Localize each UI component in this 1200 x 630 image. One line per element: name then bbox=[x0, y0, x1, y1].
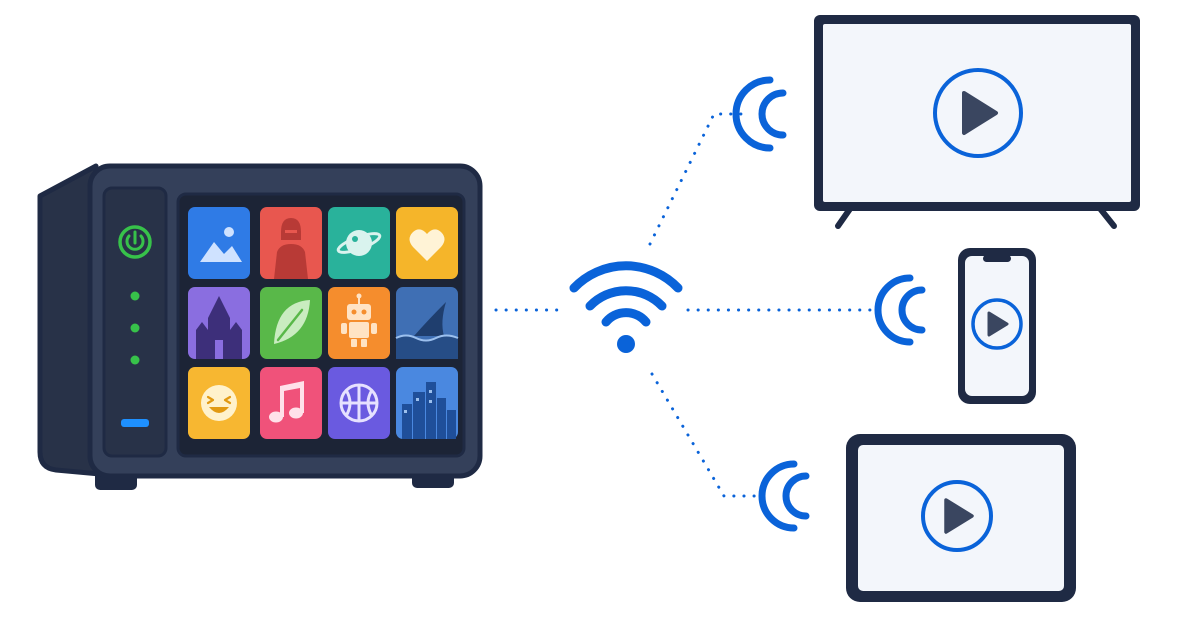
shark-fin-icon bbox=[395, 302, 459, 359]
tablet-device bbox=[846, 434, 1076, 602]
power-icon[interactable] bbox=[118, 225, 152, 259]
play-icon[interactable] bbox=[971, 298, 1023, 350]
status-led-2 bbox=[130, 323, 140, 333]
image-icon bbox=[200, 227, 242, 262]
link-wifi-to-tablet bbox=[650, 372, 762, 498]
tile-city[interactable] bbox=[396, 367, 458, 439]
tile-person[interactable] bbox=[260, 207, 322, 279]
tile-image[interactable] bbox=[188, 207, 250, 279]
tile-shark-fin[interactable] bbox=[395, 287, 459, 359]
link-wifi-to-tv bbox=[648, 112, 748, 246]
tile-leaf[interactable] bbox=[260, 287, 322, 359]
music-note-icon bbox=[269, 381, 304, 423]
tile-basketball[interactable] bbox=[328, 367, 390, 439]
robot-icon bbox=[341, 293, 377, 347]
tile-planet[interactable] bbox=[328, 207, 390, 279]
usb-port bbox=[121, 419, 149, 427]
signal-icon-phone bbox=[874, 274, 926, 346]
nas-side bbox=[37, 163, 103, 477]
nas-control-panel bbox=[102, 186, 168, 458]
heart-icon bbox=[409, 229, 445, 261]
tv-device bbox=[814, 15, 1140, 229]
tile-music[interactable] bbox=[260, 367, 322, 439]
tile-robot[interactable] bbox=[328, 287, 390, 359]
signal-icon-tablet bbox=[758, 460, 810, 532]
connections bbox=[494, 112, 874, 498]
basketball-icon bbox=[339, 383, 379, 423]
signal-icon-tv bbox=[732, 76, 787, 152]
person-icon bbox=[274, 218, 308, 279]
play-icon[interactable] bbox=[921, 480, 993, 552]
status-led-3 bbox=[130, 355, 140, 365]
smiley-icon bbox=[201, 385, 237, 421]
play-icon[interactable] bbox=[933, 68, 1023, 158]
tile-smiley[interactable] bbox=[188, 367, 250, 439]
phone-device bbox=[958, 248, 1036, 404]
nas-device bbox=[37, 163, 483, 490]
leaf-icon bbox=[274, 300, 310, 344]
city-icon bbox=[402, 382, 456, 439]
tile-heart[interactable] bbox=[396, 207, 458, 279]
tile-castle[interactable] bbox=[188, 287, 250, 359]
wifi-icon bbox=[569, 261, 683, 353]
castle-icon bbox=[196, 296, 242, 359]
planet-icon bbox=[336, 230, 382, 256]
phone-notch bbox=[983, 255, 1011, 262]
status-led-1 bbox=[130, 291, 140, 301]
